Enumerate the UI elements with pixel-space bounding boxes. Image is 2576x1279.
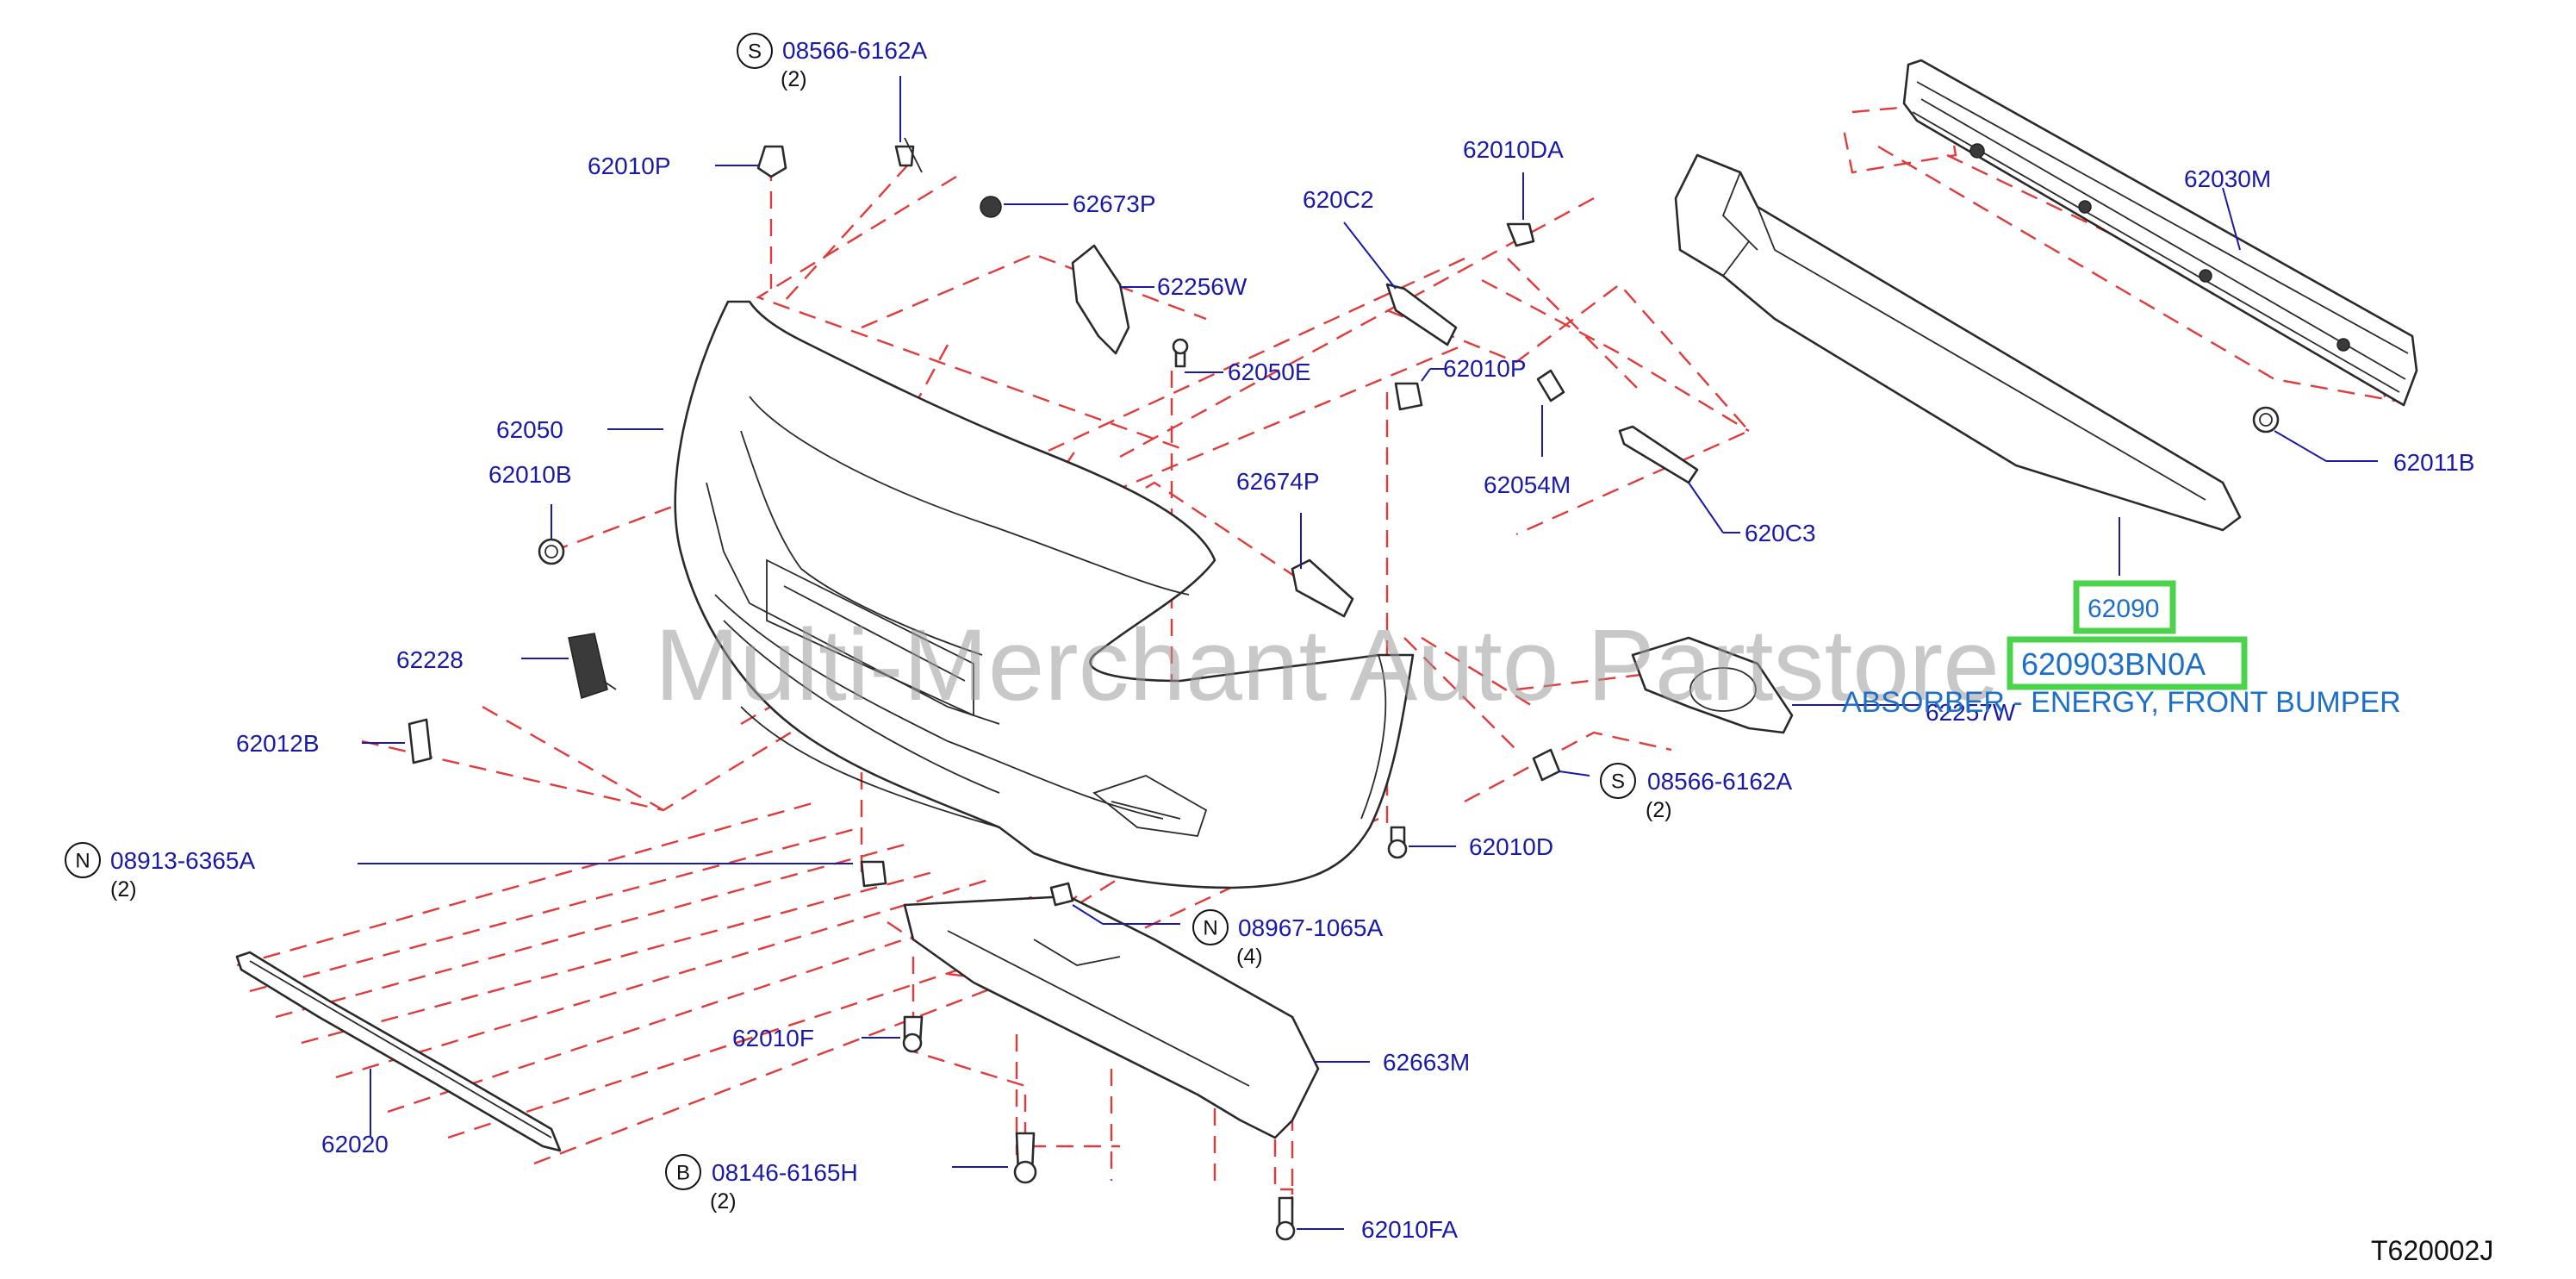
qty-08967-1065A: (4) [1236,945,1263,969]
label-08913-6365A: 08913-6365A [110,847,255,874]
highlight-box-full-part-number [2007,636,2248,690]
leader-lines [358,76,2378,1230]
highlighted-part: 62090 620903BN0A ABSORBER - ENERGY, FRON… [1842,580,2401,719]
symbol-circle-n-left [65,842,101,878]
label-62030M: 62030M [2184,165,2271,192]
label-08566-6162A-top: 08566-6162A [782,37,927,64]
label-62020: 62020 [321,1131,389,1157]
label-62010DA: 62010DA [1463,136,1564,163]
fasteners [408,137,2280,1241]
label-62050E: 62050E [1228,359,1311,385]
label-62012B: 62012B [236,730,320,757]
fog-lamp-bezel-62257W [1631,636,1794,734]
bracket-620C2 [1385,283,1458,346]
highlight-box-part-number [2073,580,2176,634]
label-62010F: 62010F [732,1025,814,1051]
symbol-s-mid: S [1611,771,1625,794]
label-62663M: 62663M [1383,1049,1470,1076]
label-62674P: 62674P [1236,468,1320,495]
label-62673P: 62673P [1073,190,1156,217]
part-labels: 62010P S 08566-6162A (2) 62673P 62256W 6… [65,33,2474,1243]
bracket-62256W [1071,244,1130,355]
front-molding-62020 [235,951,562,1152]
diagram-code: T620002J [2371,1235,2493,1266]
label-62256W: 62256W [1157,273,1248,300]
symbol-circle-n-right [1192,909,1229,945]
symbol-n-left: N [75,850,90,873]
label-62010P-top: 62010P [588,153,671,179]
symbol-s-top: S [748,41,762,64]
label-62010B: 62010B [488,461,572,488]
label-62228: 62228 [396,646,464,673]
label-62054M: 62054M [1484,471,1571,498]
energy-absorber-62090 [1674,153,2242,532]
bracket-62674P [1291,558,1354,618]
label-620C3: 620C3 [1745,520,1816,546]
under-cover-62663M [903,895,1320,1139]
label-62050: 62050 [496,416,563,443]
label-08146-6165H: 08146-6165H [712,1159,858,1186]
label-62010D: 62010D [1469,833,1553,860]
symbol-n-right: N [1203,917,1217,940]
highlight-description: ABSORBER - ENERGY, FRONT BUMPER [1842,686,2401,719]
qty-08566-6162A-top: (2) [781,67,807,91]
symbol-circle-s-mid [1600,763,1636,799]
bumper-reinforcement-62030M [1902,59,2418,407]
symbol-b-bottom: B [676,1162,690,1185]
qty-08146-6165H: (2) [710,1189,737,1213]
qty-08566-6162A-mid: (2) [1646,798,1672,822]
label-08967-1065A: 08967-1065A [1238,914,1383,941]
label-62010FA: 62010FA [1361,1216,1458,1243]
grille-62228 [568,633,617,699]
symbol-circle-b-bottom [665,1154,701,1190]
label-62011B: 62011B [2393,449,2474,476]
qty-08913-6365A: (2) [110,877,137,902]
label-62257W: 62257W [1926,699,2016,726]
label-62010P-mid: 62010P [1443,355,1527,382]
highlight-part-number[interactable]: 62090 [2088,595,2159,623]
highlight-full-part-number[interactable]: 620903BN0A [2021,646,2206,682]
label-620C2: 620C2 [1303,186,1374,213]
watermark: Multi-Merchant Auto Partstore [655,608,2000,722]
symbol-circle-s-top [737,33,773,69]
bracket-620C3 [1618,425,1699,484]
front-bumper-fascia-62050 [674,300,1415,889]
label-08566-6162A-mid: 08566-6162A [1647,768,1792,795]
